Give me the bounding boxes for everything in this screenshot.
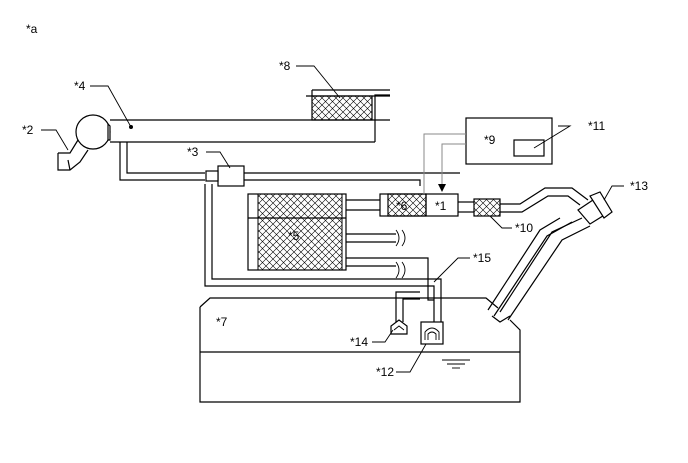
ecu-9 <box>465 117 553 165</box>
leader-lines <box>41 65 624 373</box>
filter-to-inlet-line <box>500 187 589 213</box>
intake-manifold <box>57 94 390 171</box>
view-label: *a <box>26 22 38 36</box>
callout-14: *14 <box>350 335 368 349</box>
fuel-inlet-13 <box>577 191 613 225</box>
purge-line <box>119 142 205 181</box>
callout-10: *10 <box>515 221 533 235</box>
pump-to-filter-line <box>458 198 501 217</box>
callout-7: *7 <box>216 315 228 329</box>
filler-pipe <box>487 217 591 323</box>
canister-5 <box>247 193 347 271</box>
callout-8: *8 <box>279 59 291 73</box>
callout-2: *2 <box>22 123 34 137</box>
callout-1: *1 <box>435 199 447 213</box>
callout-3: *3 <box>187 145 199 159</box>
pump-module-1 <box>346 193 459 217</box>
purge-vsv-3 <box>205 165 245 187</box>
fuel-level-mark <box>442 359 470 369</box>
fuel-tank-7 <box>199 297 521 403</box>
callout-13: *13 <box>630 179 648 193</box>
callout-15: *15 <box>473 251 491 265</box>
vsv-to-canister-line <box>244 172 460 186</box>
fill-valve-12 <box>420 321 444 345</box>
callout-6: *6 <box>396 199 408 213</box>
callout-4: *4 <box>74 79 86 93</box>
callout-11: *11 <box>588 119 605 133</box>
cutoff-valve-14 <box>390 319 408 335</box>
callout-9: *9 <box>484 133 496 147</box>
ecu-signal-lines <box>423 133 466 194</box>
intake-element-8 <box>306 89 390 121</box>
callout-12: *12 <box>376 365 394 379</box>
callout-5: *5 <box>288 229 300 243</box>
tank-lines <box>204 184 442 322</box>
